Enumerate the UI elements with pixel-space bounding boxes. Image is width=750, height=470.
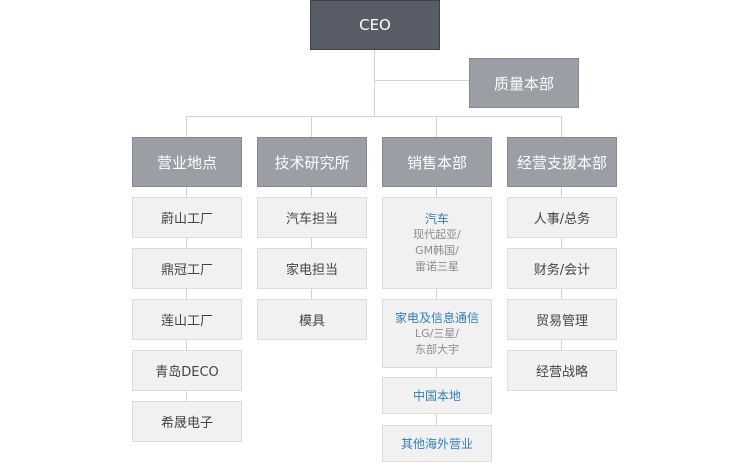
dept-box-management: 经营支援本部 bbox=[507, 137, 617, 187]
unit-label: 财务/会计 bbox=[533, 263, 591, 278]
unit-box: 人事/总务 bbox=[507, 197, 617, 238]
connector-ceo-trunk bbox=[374, 49, 375, 116]
dept-box-research: 技术研究所 bbox=[257, 137, 367, 187]
unit-box-appliance: 家电及信息通信 LG/三星/ 东部大宇 bbox=[382, 299, 492, 368]
unit-subline: LG/三星/ bbox=[414, 326, 460, 340]
unit-subline: GM韩国/ bbox=[415, 244, 459, 257]
unit-box: 鼎冠工厂 bbox=[132, 248, 242, 289]
unit-box: 汽车担当 bbox=[257, 197, 367, 238]
connector-horizontal bbox=[186, 116, 562, 117]
unit-box: 家电担当 bbox=[257, 248, 367, 289]
unit-label: 经营战略 bbox=[535, 365, 588, 380]
unit-label: 蔚山工厂 bbox=[160, 212, 213, 227]
unit-label: 青岛DECO bbox=[155, 365, 219, 380]
quality-box: 质量本部 bbox=[469, 58, 579, 108]
unit-label: 希晟电子 bbox=[160, 416, 213, 431]
unit-box: 莲山工厂 bbox=[132, 299, 242, 340]
unit-subline: 东部大宇 bbox=[415, 342, 459, 356]
dept-label: 销售本部 bbox=[406, 153, 467, 172]
unit-subline: 雷诺三星 bbox=[415, 260, 459, 273]
unit-box: 青岛DECO bbox=[132, 350, 242, 391]
unit-box: 模具 bbox=[257, 299, 367, 340]
unit-box-automotive: 汽车 现代起亚/ GM韩国/ 雷诺三星 bbox=[382, 197, 492, 289]
connector-dept-2 bbox=[311, 116, 312, 138]
unit-box: 贸易管理 bbox=[507, 299, 617, 340]
unit-box: 蔚山工厂 bbox=[132, 197, 242, 238]
unit-box-overseas: 其他海外营业 bbox=[382, 425, 492, 462]
dept-box-sales-sites: 营业地点 bbox=[132, 137, 242, 187]
unit-label: 莲山工厂 bbox=[160, 314, 213, 329]
unit-title: 汽车 bbox=[424, 212, 449, 226]
unit-label: 人事/总务 bbox=[533, 212, 591, 227]
dept-label: 营业地点 bbox=[156, 153, 217, 172]
unit-box-china: 中国本地 bbox=[382, 377, 492, 414]
unit-title: 其他海外营业 bbox=[400, 436, 473, 451]
unit-label: 贸易管理 bbox=[535, 314, 588, 329]
connector-dept-3 bbox=[436, 116, 437, 138]
unit-box: 经营战略 bbox=[507, 350, 617, 391]
dept-label: 技术研究所 bbox=[274, 153, 350, 172]
dept-label: 经营支援本部 bbox=[516, 153, 607, 172]
unit-title: 中国本地 bbox=[412, 388, 461, 403]
unit-box: 财务/会计 bbox=[507, 248, 617, 289]
ceo-box: CEO bbox=[310, 0, 440, 50]
quality-label: 质量本部 bbox=[493, 74, 554, 93]
unit-label: 汽车担当 bbox=[285, 212, 338, 227]
connector-dept-1 bbox=[186, 116, 187, 138]
ceo-label: CEO bbox=[359, 16, 391, 34]
connector-dept-4 bbox=[561, 116, 562, 138]
unit-label: 家电担当 bbox=[285, 263, 338, 278]
unit-title: 家电及信息通信 bbox=[394, 310, 479, 325]
unit-box: 希晟电子 bbox=[132, 401, 242, 442]
unit-subline: 现代起亚/ bbox=[413, 228, 461, 241]
connector-quality bbox=[374, 80, 470, 81]
dept-box-sales: 销售本部 bbox=[382, 137, 492, 187]
unit-label: 鼎冠工厂 bbox=[160, 263, 213, 278]
unit-label: 模具 bbox=[298, 314, 325, 329]
